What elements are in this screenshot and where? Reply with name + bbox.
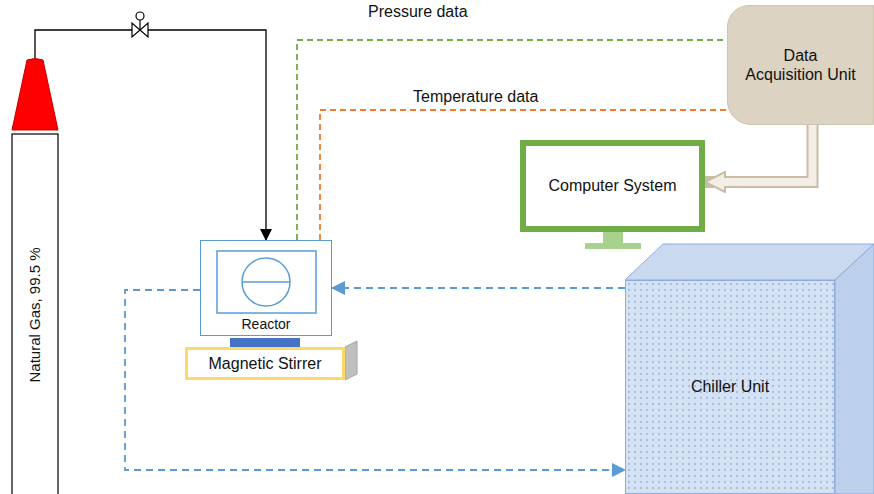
valve-symbol xyxy=(140,23,148,37)
chiller-side-face xyxy=(835,244,874,494)
node-label: Chiller Unit xyxy=(691,377,769,396)
stirrer-side xyxy=(345,341,357,380)
node-label: Reactor xyxy=(241,317,290,332)
signal-label: Temperature data xyxy=(410,88,541,106)
connector xyxy=(320,110,733,240)
connector-line xyxy=(332,287,625,289)
stirrer-plate xyxy=(230,338,300,347)
valve-symbol xyxy=(132,23,140,37)
connector-line xyxy=(297,40,727,240)
valve-stem xyxy=(139,20,140,30)
node-label: Magnetic Stirrer xyxy=(209,354,322,373)
pressure-gauge xyxy=(242,258,290,306)
monitor-neck xyxy=(603,232,623,243)
connector xyxy=(705,125,813,182)
chiller-unit: Chiller Unit xyxy=(625,280,835,494)
connector xyxy=(297,40,727,240)
daq-unit: Data Acquisition Unit xyxy=(727,5,874,125)
gas-cylinder: Natural Gas, 99.5 % xyxy=(10,58,60,494)
connector-line xyxy=(320,110,733,240)
cylinder-label-area: Natural Gas, 99.5 % xyxy=(10,136,60,494)
cylinder-cap xyxy=(12,59,58,131)
cylinder-body xyxy=(12,134,58,494)
computer-monitor: Computer System xyxy=(520,140,705,232)
node-label: Data Acquisition Unit xyxy=(745,46,857,84)
connector xyxy=(35,30,266,240)
gauge-line xyxy=(242,281,290,283)
node-label: Natural Gas, 99.5 % xyxy=(26,247,44,382)
connector-line xyxy=(705,125,813,182)
signal-label: Pressure data xyxy=(365,3,471,21)
connector-line xyxy=(35,30,266,240)
node-label: Computer System xyxy=(548,176,676,195)
connector xyxy=(332,288,625,289)
chiller-top-face xyxy=(625,244,874,280)
reactor-inner-box xyxy=(217,251,316,313)
monitor-base xyxy=(585,243,641,249)
valve-handle xyxy=(136,12,144,20)
stirrer-box: Magnetic Stirrer xyxy=(185,347,345,380)
connector-fill xyxy=(723,125,813,182)
reactor-box: Reactor xyxy=(200,240,332,336)
